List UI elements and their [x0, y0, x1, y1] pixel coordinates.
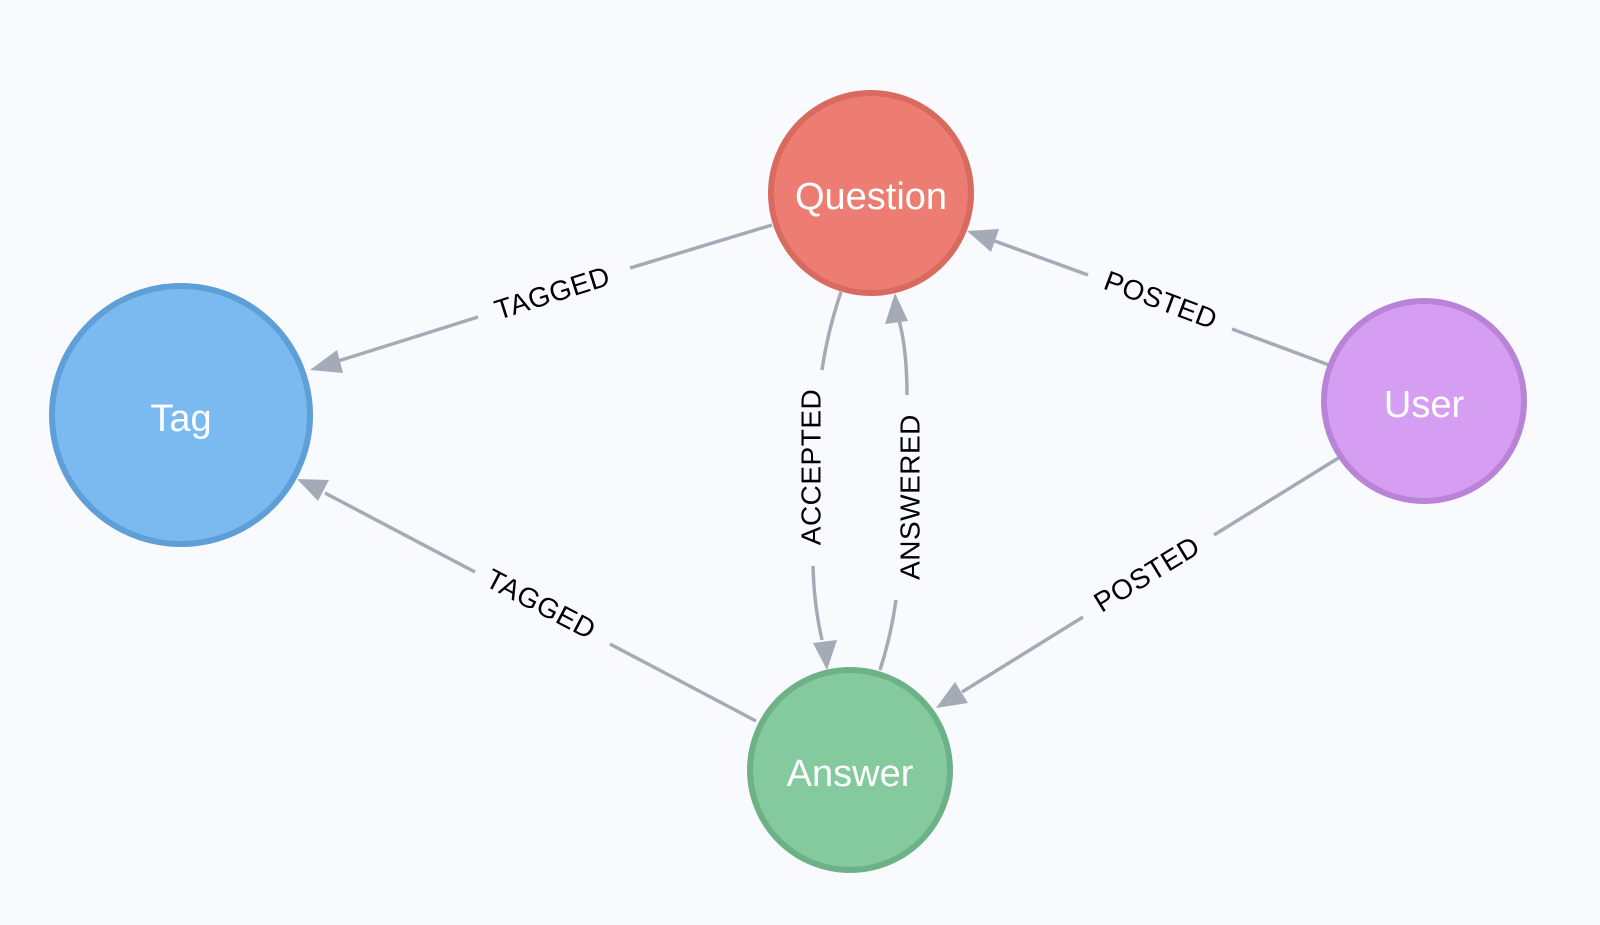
- edge-question-tagged-tag[interactable]: TAGGED: [310, 223, 773, 373]
- edge-answer-answered-question[interactable]: ANSWERED: [878, 293, 925, 671]
- node-question-circle: [768, 90, 974, 296]
- arrow-head-icon: [967, 229, 999, 252]
- arrow-head-icon: [885, 293, 908, 324]
- edge-label-tagged-top: TAGGED: [491, 260, 614, 325]
- edge-label-posted-bottom: POSTED: [1088, 530, 1205, 618]
- node-tag-circle: [49, 283, 313, 547]
- node-question[interactable]: Question: [768, 90, 974, 296]
- edge-user-posted-question[interactable]: POSTED: [967, 229, 1330, 367]
- node-user-circle: [1321, 298, 1527, 504]
- arrow-head-icon: [310, 350, 343, 373]
- edge-label-posted-top: POSTED: [1100, 265, 1222, 335]
- node-user-label: User: [1384, 384, 1465, 426]
- node-question-label: Question: [795, 176, 947, 218]
- node-tag[interactable]: Tag: [49, 283, 313, 547]
- edge-user-posted-answer[interactable]: POSTED: [936, 455, 1341, 708]
- edge-label-answered: ANSWERED: [894, 414, 925, 580]
- edge-label-accepted: ACCEPTED: [795, 389, 826, 545]
- node-answer-circle: [747, 667, 953, 873]
- edge-question-accepted-answer[interactable]: ACCEPTED: [795, 291, 843, 670]
- arrow-head-icon: [297, 479, 329, 501]
- arrow-head-icon: [936, 682, 968, 708]
- edge-label-tagged-bottom: TAGGED: [481, 563, 601, 646]
- node-answer-label: Answer: [787, 753, 914, 795]
- node-tag-label: Tag: [150, 398, 211, 440]
- arrow-head-icon: [813, 640, 837, 670]
- node-answer[interactable]: Answer: [747, 667, 953, 873]
- node-user[interactable]: User: [1321, 298, 1527, 504]
- edge-answer-tagged-tag[interactable]: TAGGED: [297, 479, 757, 723]
